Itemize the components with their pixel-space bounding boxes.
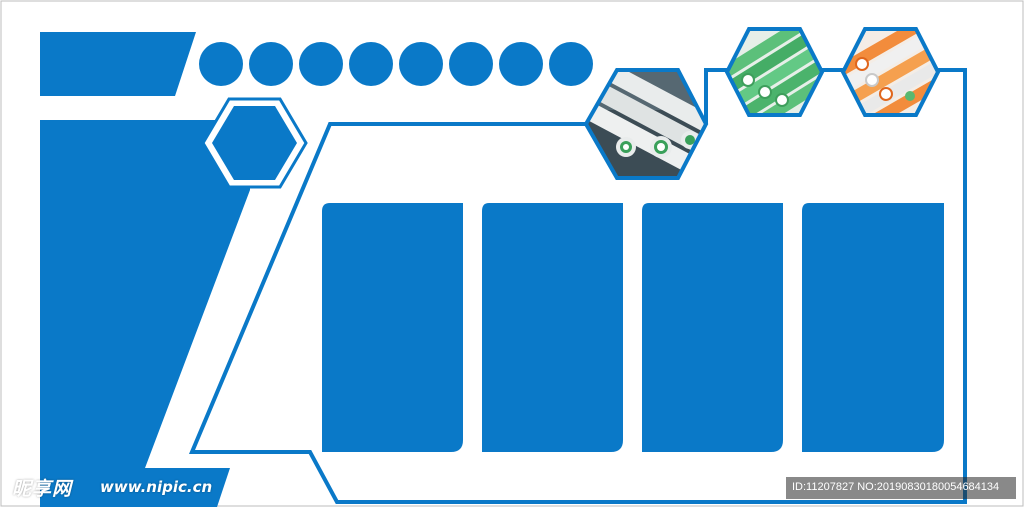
watermark-url: www.nipic.cn	[100, 478, 213, 496]
decor-circle	[449, 42, 493, 86]
decor-circle	[549, 42, 593, 86]
decor-circle	[199, 42, 243, 86]
decor-circle	[299, 42, 343, 86]
content-panel-1	[322, 203, 463, 452]
green-pipes-photo	[724, 27, 825, 117]
decor-circle	[249, 42, 293, 86]
inner-hexagon	[212, 106, 297, 180]
content-frame-outline	[188, 68, 967, 504]
decor-circle	[399, 42, 443, 86]
white-pipes-green-core-photo	[583, 68, 709, 180]
image-id-text: ID:11207827 NO:20190830180054684134	[792, 481, 1000, 493]
content-panel-2	[482, 203, 623, 452]
decorative-circle-row	[199, 42, 593, 86]
left-side-block	[40, 120, 250, 507]
title-banner-shape	[40, 32, 196, 96]
decor-circle	[499, 42, 543, 86]
content-panel-4	[802, 203, 944, 452]
image-id-bar	[786, 477, 1016, 499]
content-panels	[322, 203, 944, 452]
decor-circle	[349, 42, 393, 86]
watermark-logo: 昵享网	[12, 478, 73, 500]
orange-white-pipes-photo	[840, 27, 941, 117]
content-panel-3	[642, 203, 783, 452]
frame-connector	[704, 68, 727, 124]
